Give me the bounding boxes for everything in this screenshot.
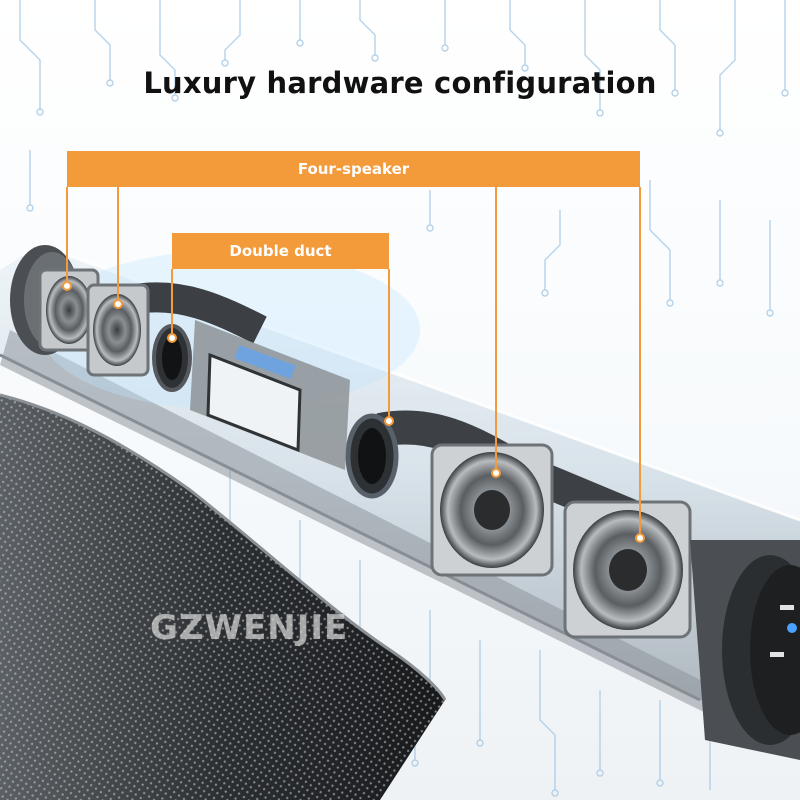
double-duct-label: Double duct xyxy=(172,233,389,269)
four-speaker-label: Four-speaker xyxy=(67,151,640,187)
watermark: GZWENJIE xyxy=(150,608,349,648)
speaker-driver xyxy=(563,500,692,639)
control-panel xyxy=(690,540,800,760)
page-title: Luxury hardware configuration xyxy=(143,66,657,100)
speaker-driver xyxy=(86,283,150,377)
speaker-driver xyxy=(38,268,100,352)
speaker-driver xyxy=(430,443,554,577)
amplifier-housing xyxy=(190,320,350,470)
callout-lines xyxy=(62,187,645,543)
grille-cover xyxy=(0,393,447,800)
